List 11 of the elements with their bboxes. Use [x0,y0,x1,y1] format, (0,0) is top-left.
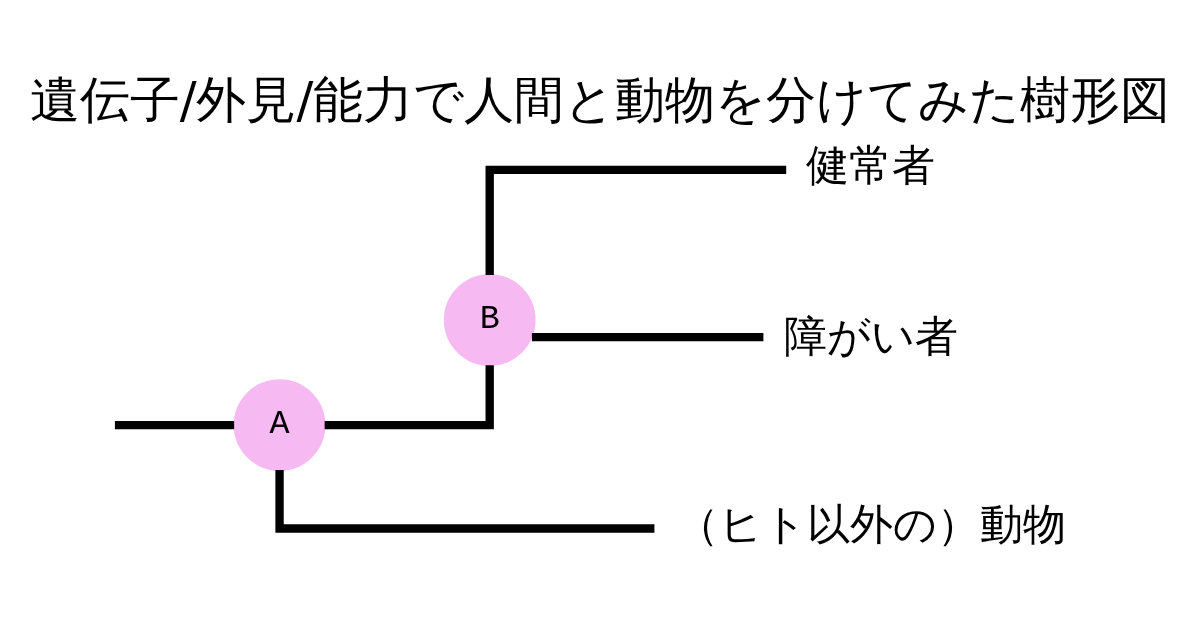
connector [114,420,235,430]
node-text: 障がい者 [783,310,958,361]
node-circle: A [233,379,326,471]
connector [275,470,655,533]
node-text: （ヒト以外の）動物 [675,498,1066,549]
connector [531,332,764,342]
node-text: 健常者 [806,140,936,191]
node-circle: B [443,274,536,366]
connector [485,165,787,275]
diagram-title: 遺伝子/外見/能力で人間と動物を分けてみた樹形図 [29,71,1171,130]
connector [324,365,494,430]
